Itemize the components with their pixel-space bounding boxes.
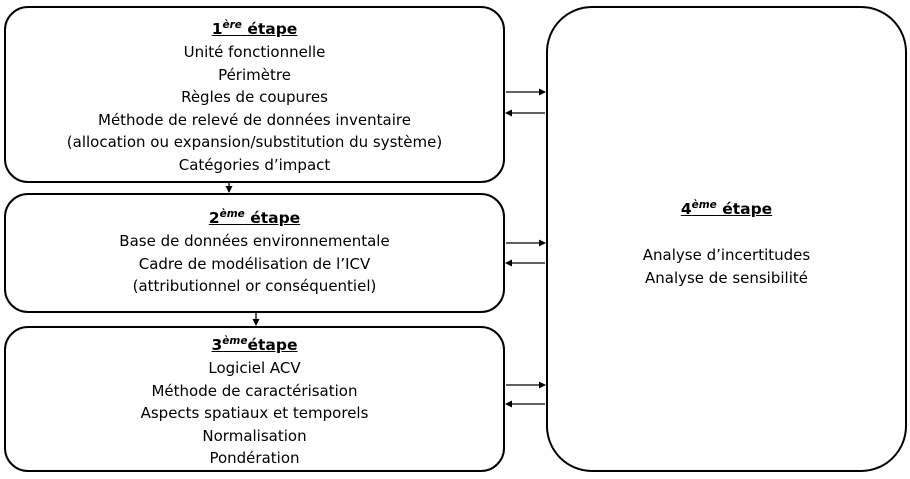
step-4-heading: 4ème étape bbox=[680, 199, 773, 218]
step-1-heading: 1ère étape bbox=[211, 19, 298, 38]
step-3-line: Normalisation bbox=[202, 426, 307, 445]
step-4-box: 4ème étape Analyse d’incertitudes Analys… bbox=[546, 6, 907, 472]
step-1-box: 1ère étape Unité fonctionnelle Périmètre… bbox=[4, 6, 505, 183]
step-1-line: (allocation ou expansion/substitution du… bbox=[66, 133, 443, 151]
step-1-line: Périmètre bbox=[218, 65, 291, 84]
step-1-line: Méthode de relevé de données inventaire bbox=[98, 110, 411, 129]
step-2-line: Cadre de modélisation de l’ICV bbox=[138, 254, 371, 273]
step-1-line: Catégories d’impact bbox=[178, 155, 331, 174]
step-3-line: Méthode de caractérisation bbox=[151, 381, 358, 400]
step-4-line: Analyse de sensibilité bbox=[644, 268, 808, 287]
step-3-line: Pondération bbox=[209, 449, 300, 467]
step-3-box: 3èmeétape Logiciel ACV Méthode de caract… bbox=[4, 326, 505, 472]
step-2-line: Base de données environnementale bbox=[119, 232, 390, 250]
step-2-line: (attributionnel or conséquentiel) bbox=[132, 277, 377, 295]
step-3-line: Aspects spatiaux et temporels bbox=[140, 404, 369, 422]
step-2-heading: 2ème étape bbox=[208, 208, 301, 227]
step-3-line: Logiciel ACV bbox=[208, 359, 301, 377]
step-1-line: Règles de coupures bbox=[181, 88, 328, 106]
step-1-line: Unité fonctionnelle bbox=[183, 43, 326, 61]
step-3-heading: 3èmeétape bbox=[211, 335, 298, 354]
step-2-box: 2ème étape Base de données environnement… bbox=[4, 193, 505, 313]
step-4-line: Analyse d’incertitudes bbox=[642, 246, 811, 264]
